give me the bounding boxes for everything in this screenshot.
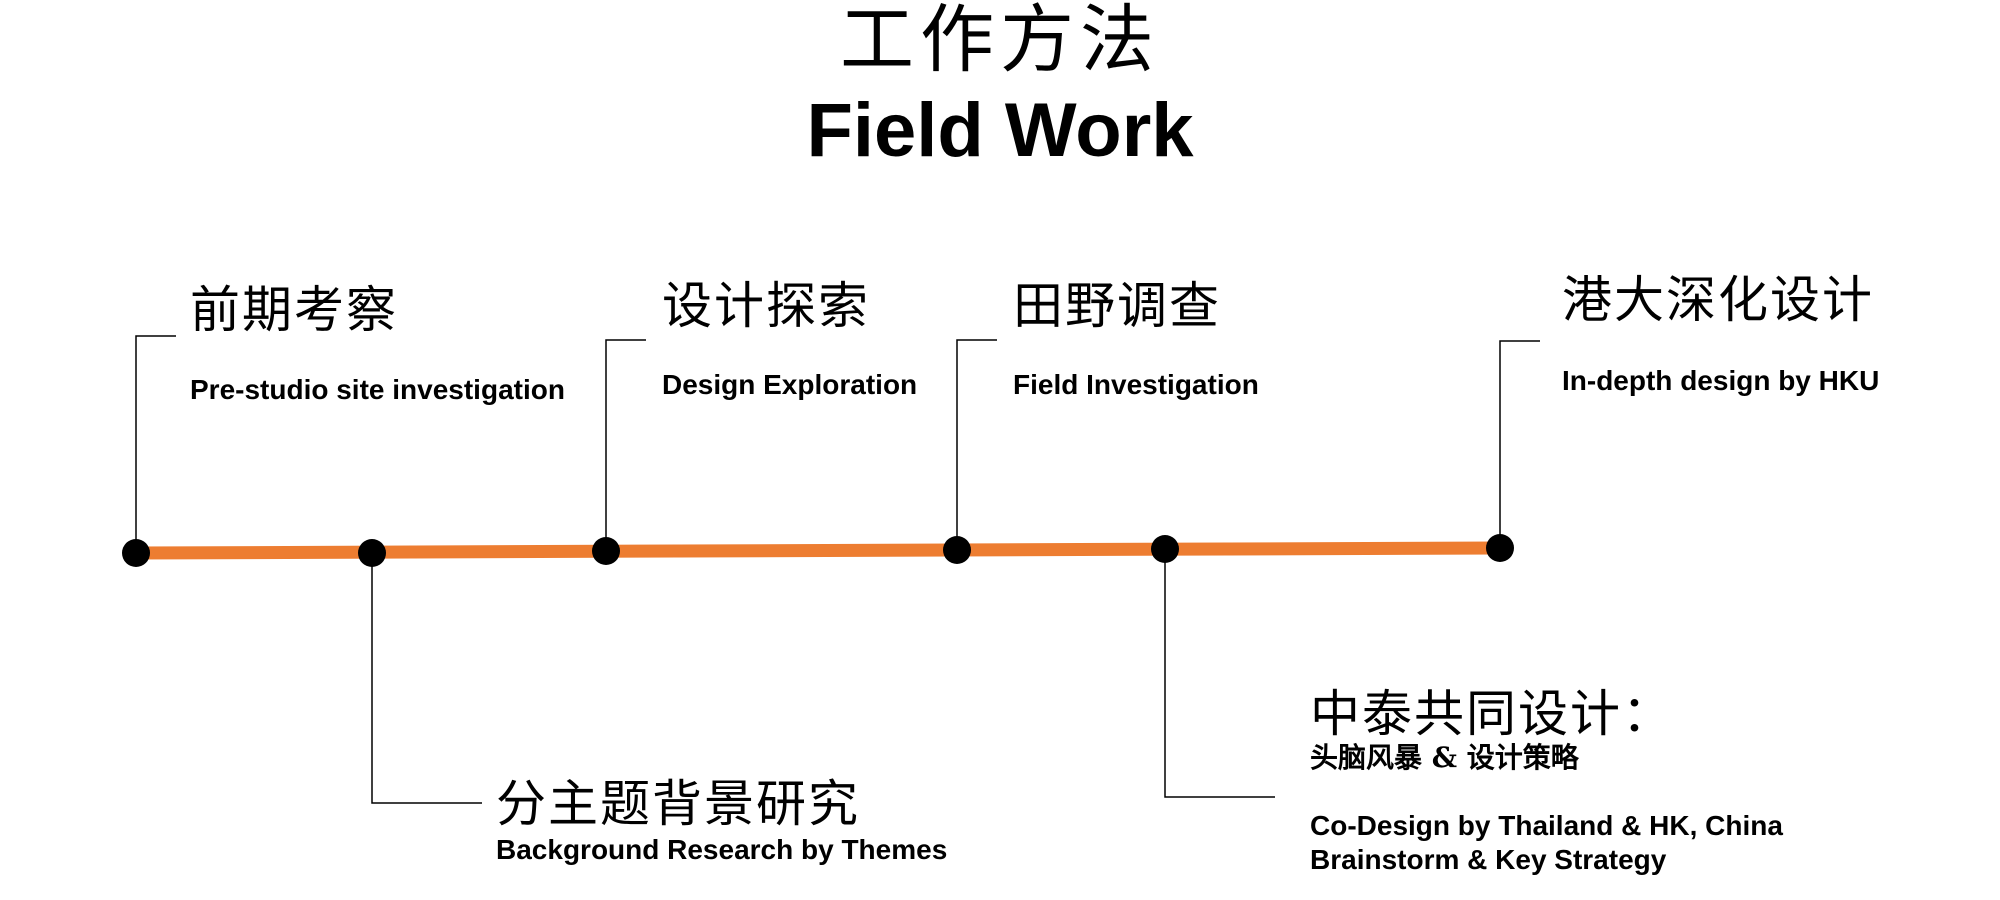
stage-5-label-cn: 中泰共同设计： (1310, 685, 1674, 743)
stage-4-label-en: Field Investigation (1013, 369, 1259, 400)
connector-stage-6 (1499, 340, 1540, 548)
timeline-node-1 (122, 539, 150, 567)
page-title-chinese: 工作方法 (840, 0, 1160, 83)
stage-5-label-en-line2: Brainstorm & Key Strategy (1310, 844, 1667, 875)
connector-stage-4 (956, 339, 997, 550)
stage-2-label-cn: 分主题背景研究 (496, 775, 860, 833)
stage-6-label-en: In-depth design by HKU (1562, 365, 1880, 396)
timeline-node-5 (1151, 535, 1179, 563)
stage-1-label-cn: 前期考察 (190, 281, 398, 339)
connector-stage-2 (371, 553, 482, 804)
timeline-node-3 (592, 537, 620, 565)
timeline-line (135, 541, 1501, 560)
stage-3-label-en: Design Exploration (662, 369, 918, 400)
stage-5-label-en-line1: Co-Design by Thailand & HK, China (1310, 810, 1783, 841)
stage-2-label-en: Background Research by Themes (496, 834, 948, 865)
timeline-node-2 (358, 539, 386, 567)
stage-5-label-sub-cn: 头脑风暴 & 设计策略 (1310, 741, 1579, 774)
timeline-node-6 (1486, 534, 1514, 562)
stage-3-label-cn: 设计探索 (662, 277, 870, 335)
timeline-node-4 (943, 536, 971, 564)
page-title-english: Field Work (806, 88, 1194, 173)
connector-stage-5 (1164, 549, 1275, 798)
stage-4-label-cn: 田野调查 (1013, 277, 1221, 335)
connector-stage-3 (605, 339, 646, 551)
connector-stage-1 (135, 335, 176, 553)
stage-1-label-en: Pre-studio site investigation (190, 374, 565, 405)
stage-6-label-cn: 港大深化设计 (1562, 271, 1874, 329)
